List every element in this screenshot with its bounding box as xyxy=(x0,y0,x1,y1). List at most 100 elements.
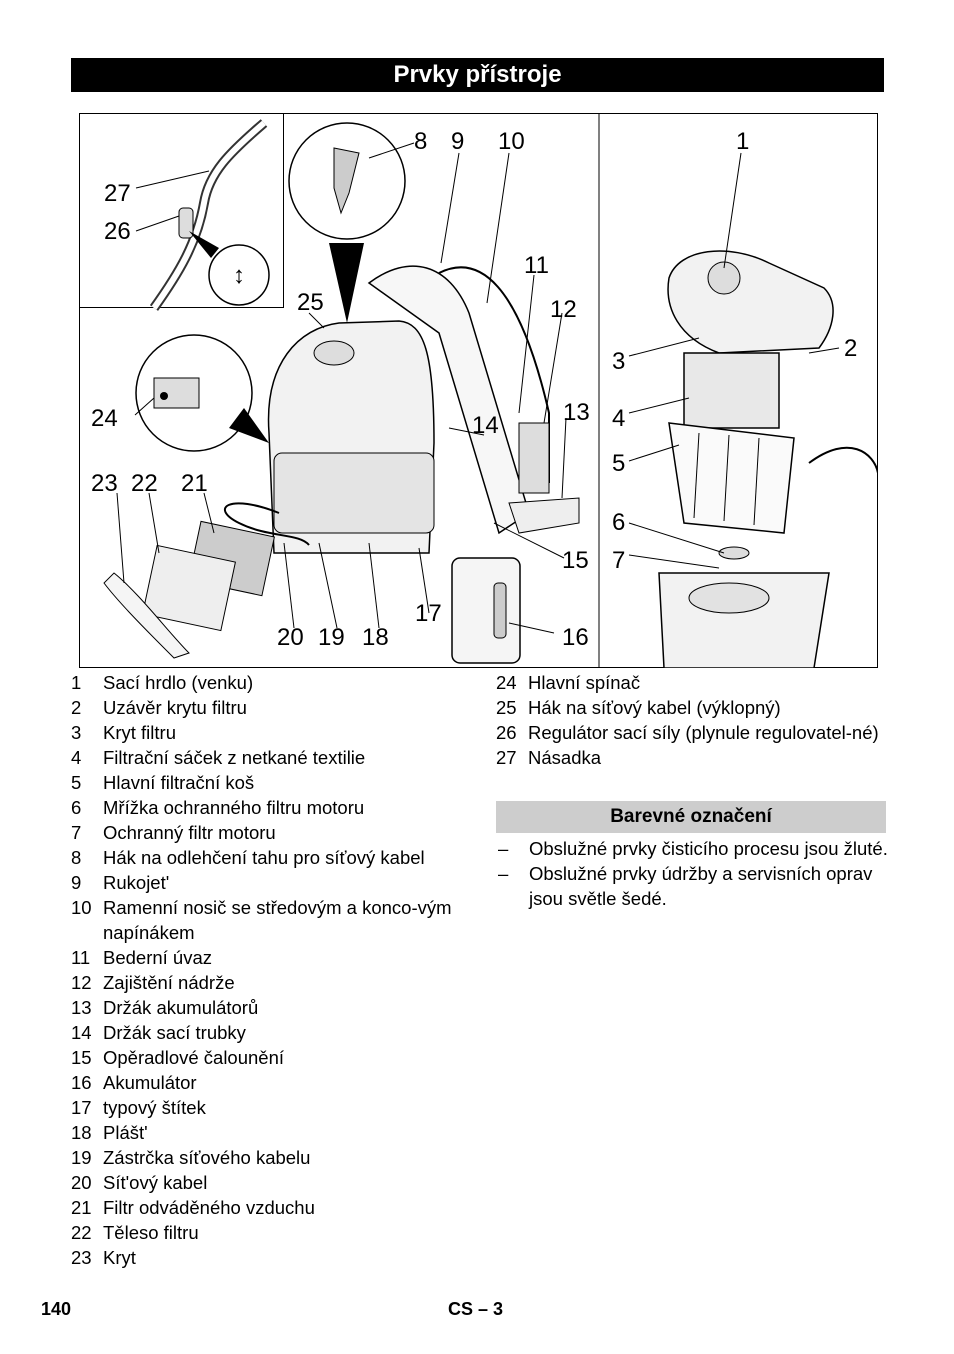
callout-24: 24 xyxy=(91,405,118,432)
callout-18: 18 xyxy=(362,624,389,651)
item-label: Kryt xyxy=(103,1247,136,1268)
list-item: 11 Bederní úvaz xyxy=(71,945,471,970)
item-number: 9 xyxy=(71,872,82,893)
item-label: Zajištění nádrže xyxy=(103,972,235,993)
svg-text:↕: ↕ xyxy=(233,262,245,289)
list-item: – Obslužné prvky údržby a servisních opr… xyxy=(496,861,891,911)
item-number: 14 xyxy=(71,1022,92,1043)
item-label: Hák na odlehčení tahu pro síťový kabel xyxy=(103,847,425,868)
callout-20: 20 xyxy=(277,624,304,651)
list-item: 21 Filtr odváděného vzduchu xyxy=(71,1195,471,1220)
item-label: Opěradlové čalounění xyxy=(103,1047,285,1068)
item-number: 21 xyxy=(71,1197,92,1218)
list-item: – Obslužné prvky čisticího procesu jsou … xyxy=(496,836,891,861)
callout-17: 17 xyxy=(415,600,442,627)
callout-8: 8 xyxy=(414,128,427,155)
list-item: 4 Filtrační sáček z netkané textilie xyxy=(71,745,471,770)
color-note-text: Obslužné prvky údržby a servisních oprav… xyxy=(529,863,873,909)
callout-14: 14 xyxy=(472,412,499,439)
item-label: Sít'ový kabel xyxy=(103,1172,208,1193)
callout-23: 23 xyxy=(91,470,118,497)
list-item: 18 Plášt' xyxy=(71,1120,471,1145)
item-number: 27 xyxy=(496,747,517,768)
item-number: 6 xyxy=(71,797,82,818)
language-section-label: CS – 3 xyxy=(448,1299,504,1319)
list-item: 24 Hlavní spínač xyxy=(496,670,891,695)
item-number: 23 xyxy=(71,1247,92,1268)
item-label: Filtr odváděného vzduchu xyxy=(103,1197,315,1218)
item-number: 16 xyxy=(71,1072,92,1093)
callout-16: 16 xyxy=(562,624,589,651)
item-label: Těleso filtru xyxy=(103,1222,199,1243)
item-number: 11 xyxy=(71,947,91,968)
item-number: 5 xyxy=(71,772,82,793)
item-number: 7 xyxy=(71,822,82,843)
item-number: 19 xyxy=(71,1147,92,1168)
item-label: Násadka xyxy=(528,747,602,768)
item-label: Ramenní nosič se středovým a konco-vým n… xyxy=(103,897,452,943)
item-label: Zástrčka síťového kabelu xyxy=(103,1147,311,1168)
list-item: 27 Násadka xyxy=(496,745,891,770)
callout-25: 25 xyxy=(297,289,324,316)
item-number: 2 xyxy=(71,697,82,718)
item-number: 12 xyxy=(71,972,92,993)
page-number: 140 xyxy=(41,1299,72,1319)
callout-27: 27 xyxy=(104,180,131,207)
callout-22: 22 xyxy=(131,470,158,497)
callout-5: 5 xyxy=(612,450,625,477)
callout-12: 12 xyxy=(550,296,577,323)
item-number: 18 xyxy=(71,1122,92,1143)
item-label: Bederní úvaz xyxy=(103,947,213,968)
callout-2: 2 xyxy=(844,335,857,362)
list-item: 9 Rukojet' xyxy=(71,870,471,895)
item-label: Mřížka ochranného filtru motoru xyxy=(103,797,365,818)
callout-6: 6 xyxy=(612,509,625,536)
item-number: 1 xyxy=(71,672,82,693)
item-number: 25 xyxy=(496,697,517,718)
page-title: Prvky přístroje xyxy=(71,58,884,92)
bullet-dash: – xyxy=(498,863,509,884)
item-label: Držák sací trubky xyxy=(103,1022,246,1043)
callout-1: 1 xyxy=(736,128,749,155)
callout-3: 3 xyxy=(612,348,625,375)
color-note-text: Obslužné prvky čisticího procesu jsou žl… xyxy=(529,838,888,859)
callout-10: 10 xyxy=(498,128,525,155)
callout-15: 15 xyxy=(562,547,589,574)
callout-19: 19 xyxy=(318,624,345,651)
item-label: Hlavní spínač xyxy=(528,672,641,693)
item-number: 8 xyxy=(71,847,82,868)
callout-13: 13 xyxy=(563,399,590,426)
color-section-title: Barevné označení xyxy=(496,801,886,833)
item-number: 4 xyxy=(71,747,82,768)
item-label: Sací hrdlo (venku) xyxy=(103,672,254,693)
item-number: 13 xyxy=(71,997,92,1018)
callout-7: 7 xyxy=(612,547,625,574)
item-label: Plášt' xyxy=(103,1122,148,1143)
callout-9: 9 xyxy=(451,128,464,155)
item-number: 10 xyxy=(71,897,92,918)
list-item: 1 Sací hrdlo (venku) xyxy=(71,670,471,695)
list-item: 10 Ramenní nosič se středovým a konco-vým… xyxy=(71,895,471,945)
item-number: 24 xyxy=(496,672,517,693)
item-label: Filtrační sáček z netkané textilie xyxy=(103,747,366,768)
callout-26: 26 xyxy=(104,218,131,245)
list-item: 23 Kryt xyxy=(71,1245,471,1270)
item-label: Ochranný filtr motoru xyxy=(103,822,276,843)
list-item: 14 Držák sací trubky xyxy=(71,1020,471,1045)
item-number: 17 xyxy=(71,1097,92,1118)
item-number: 3 xyxy=(71,722,82,743)
callout-11: 11 xyxy=(524,252,549,279)
list-item: 19 Zástrčka síťového kabelu xyxy=(71,1145,471,1170)
item-label: Rukojet' xyxy=(103,872,170,893)
